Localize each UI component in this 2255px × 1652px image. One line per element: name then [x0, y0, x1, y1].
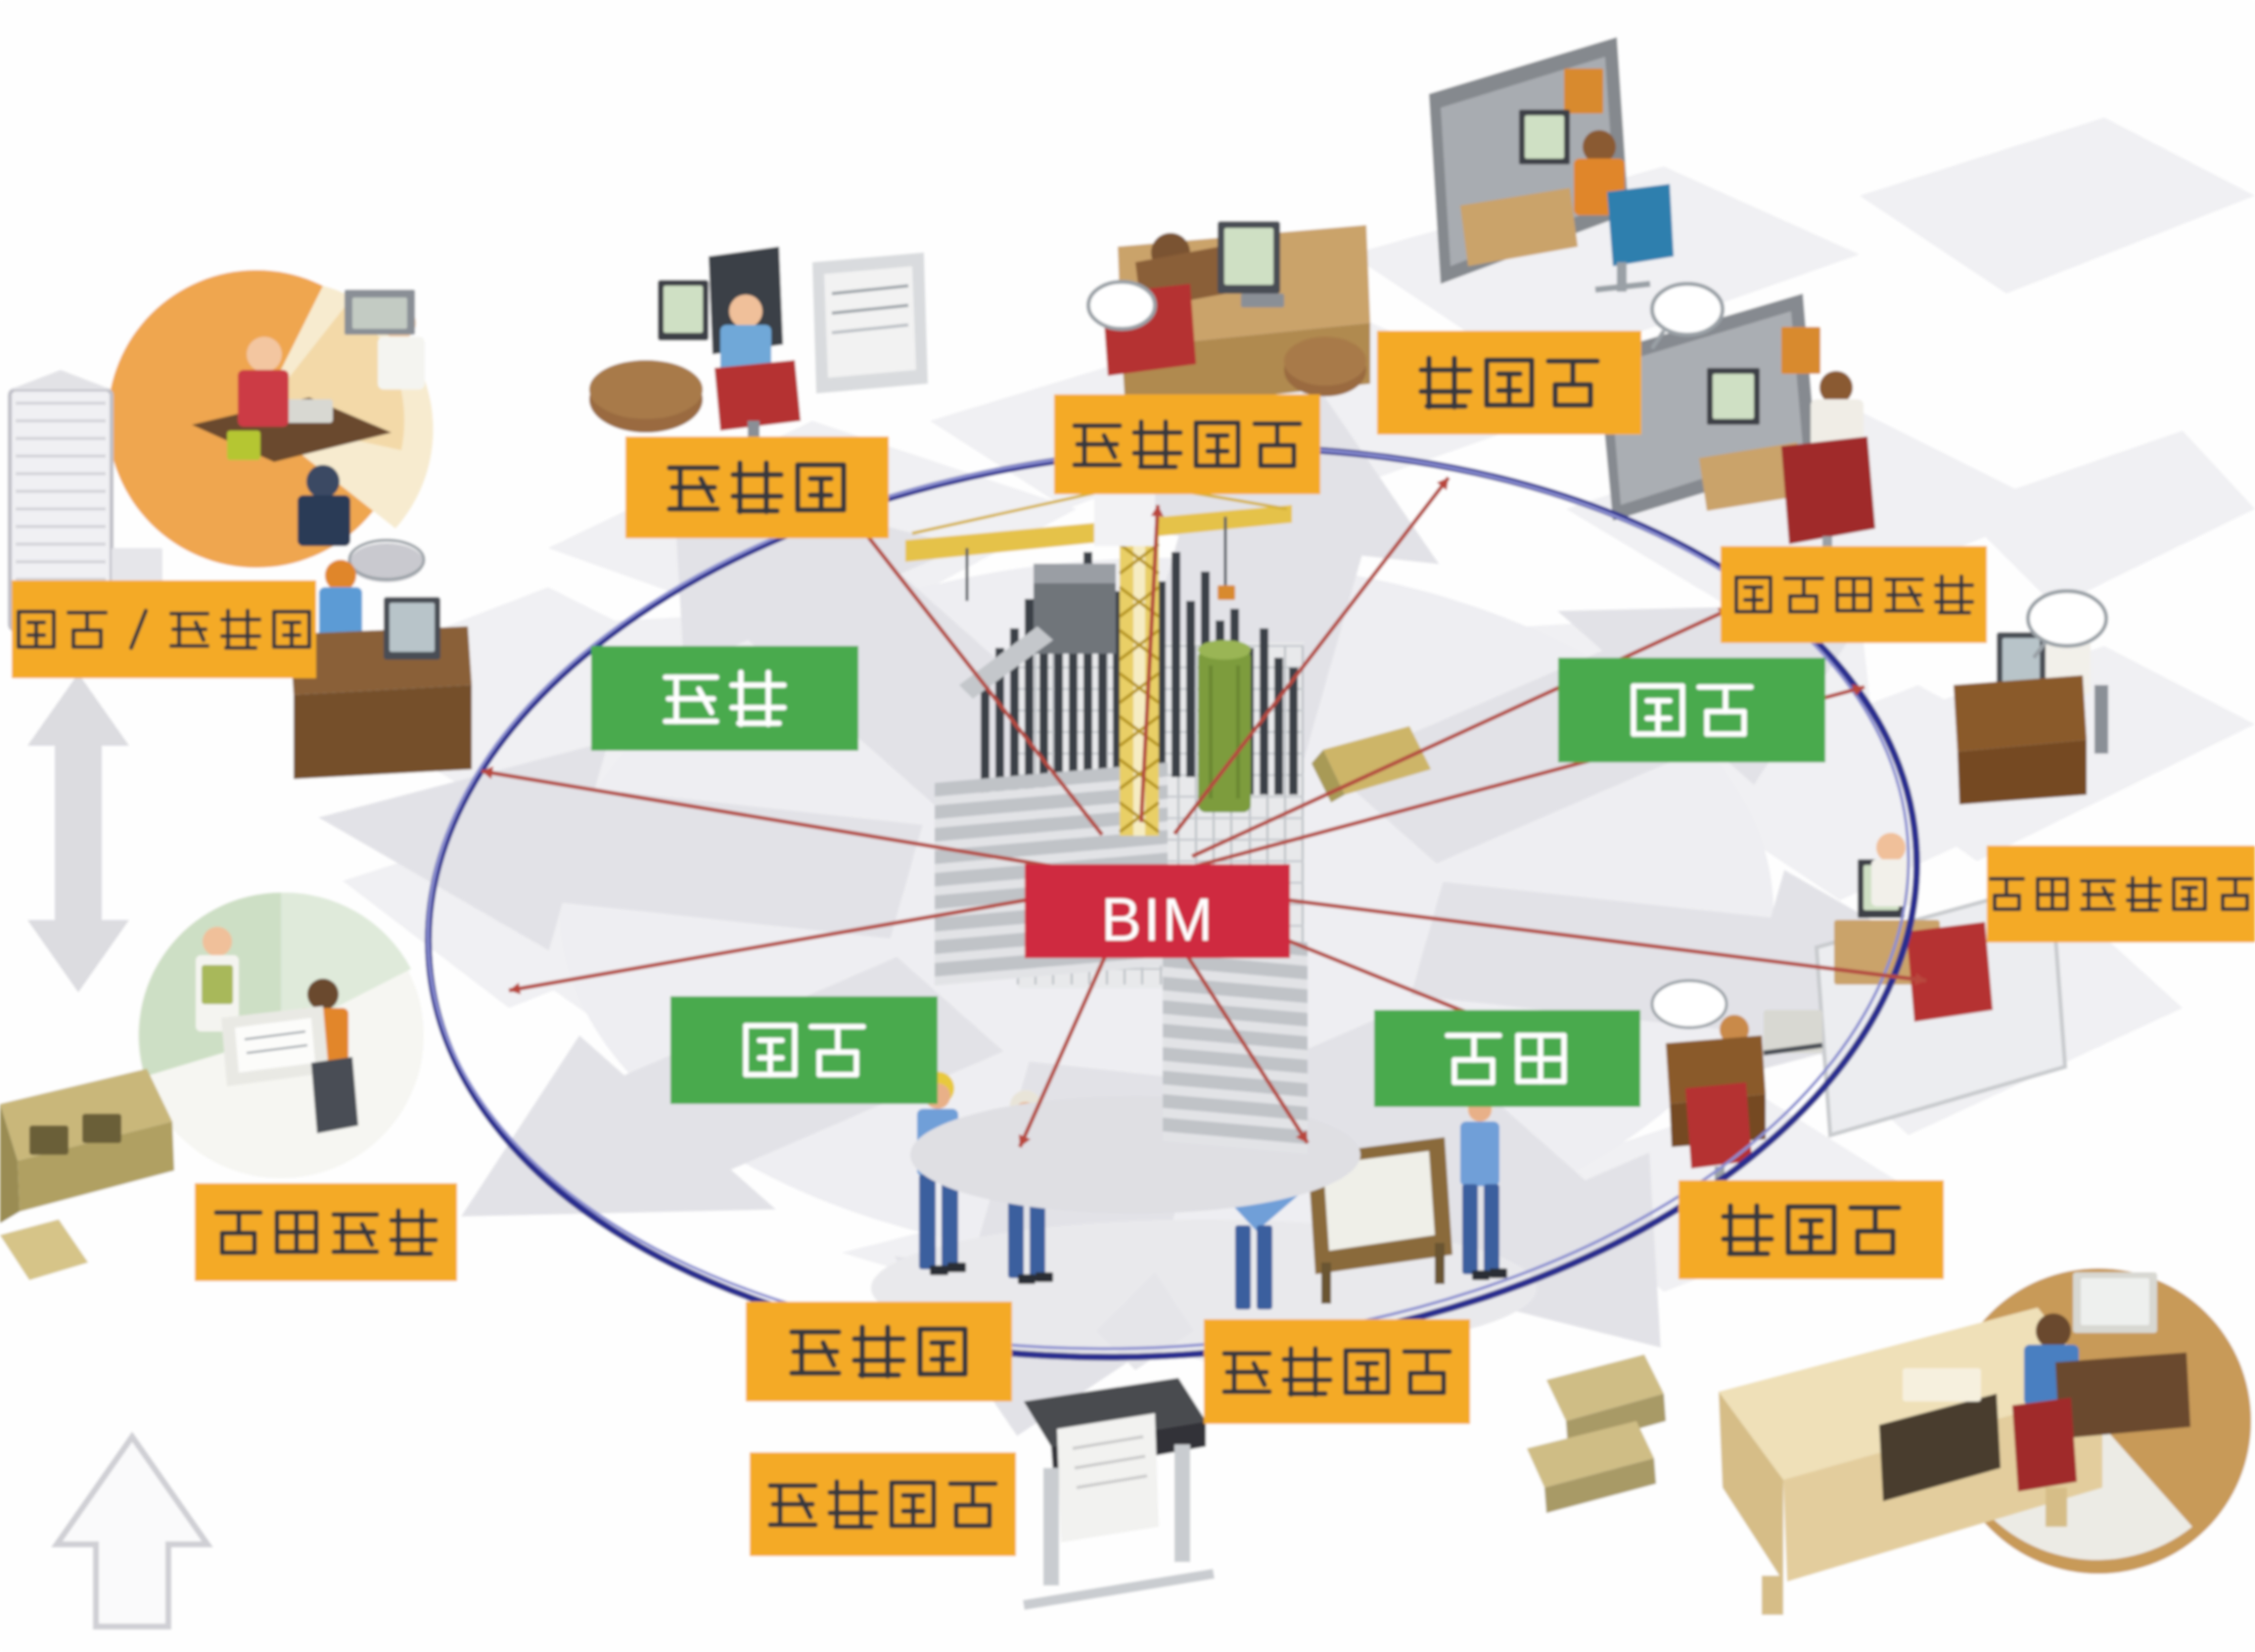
svg-text:BIM: BIM	[1101, 887, 1215, 954]
